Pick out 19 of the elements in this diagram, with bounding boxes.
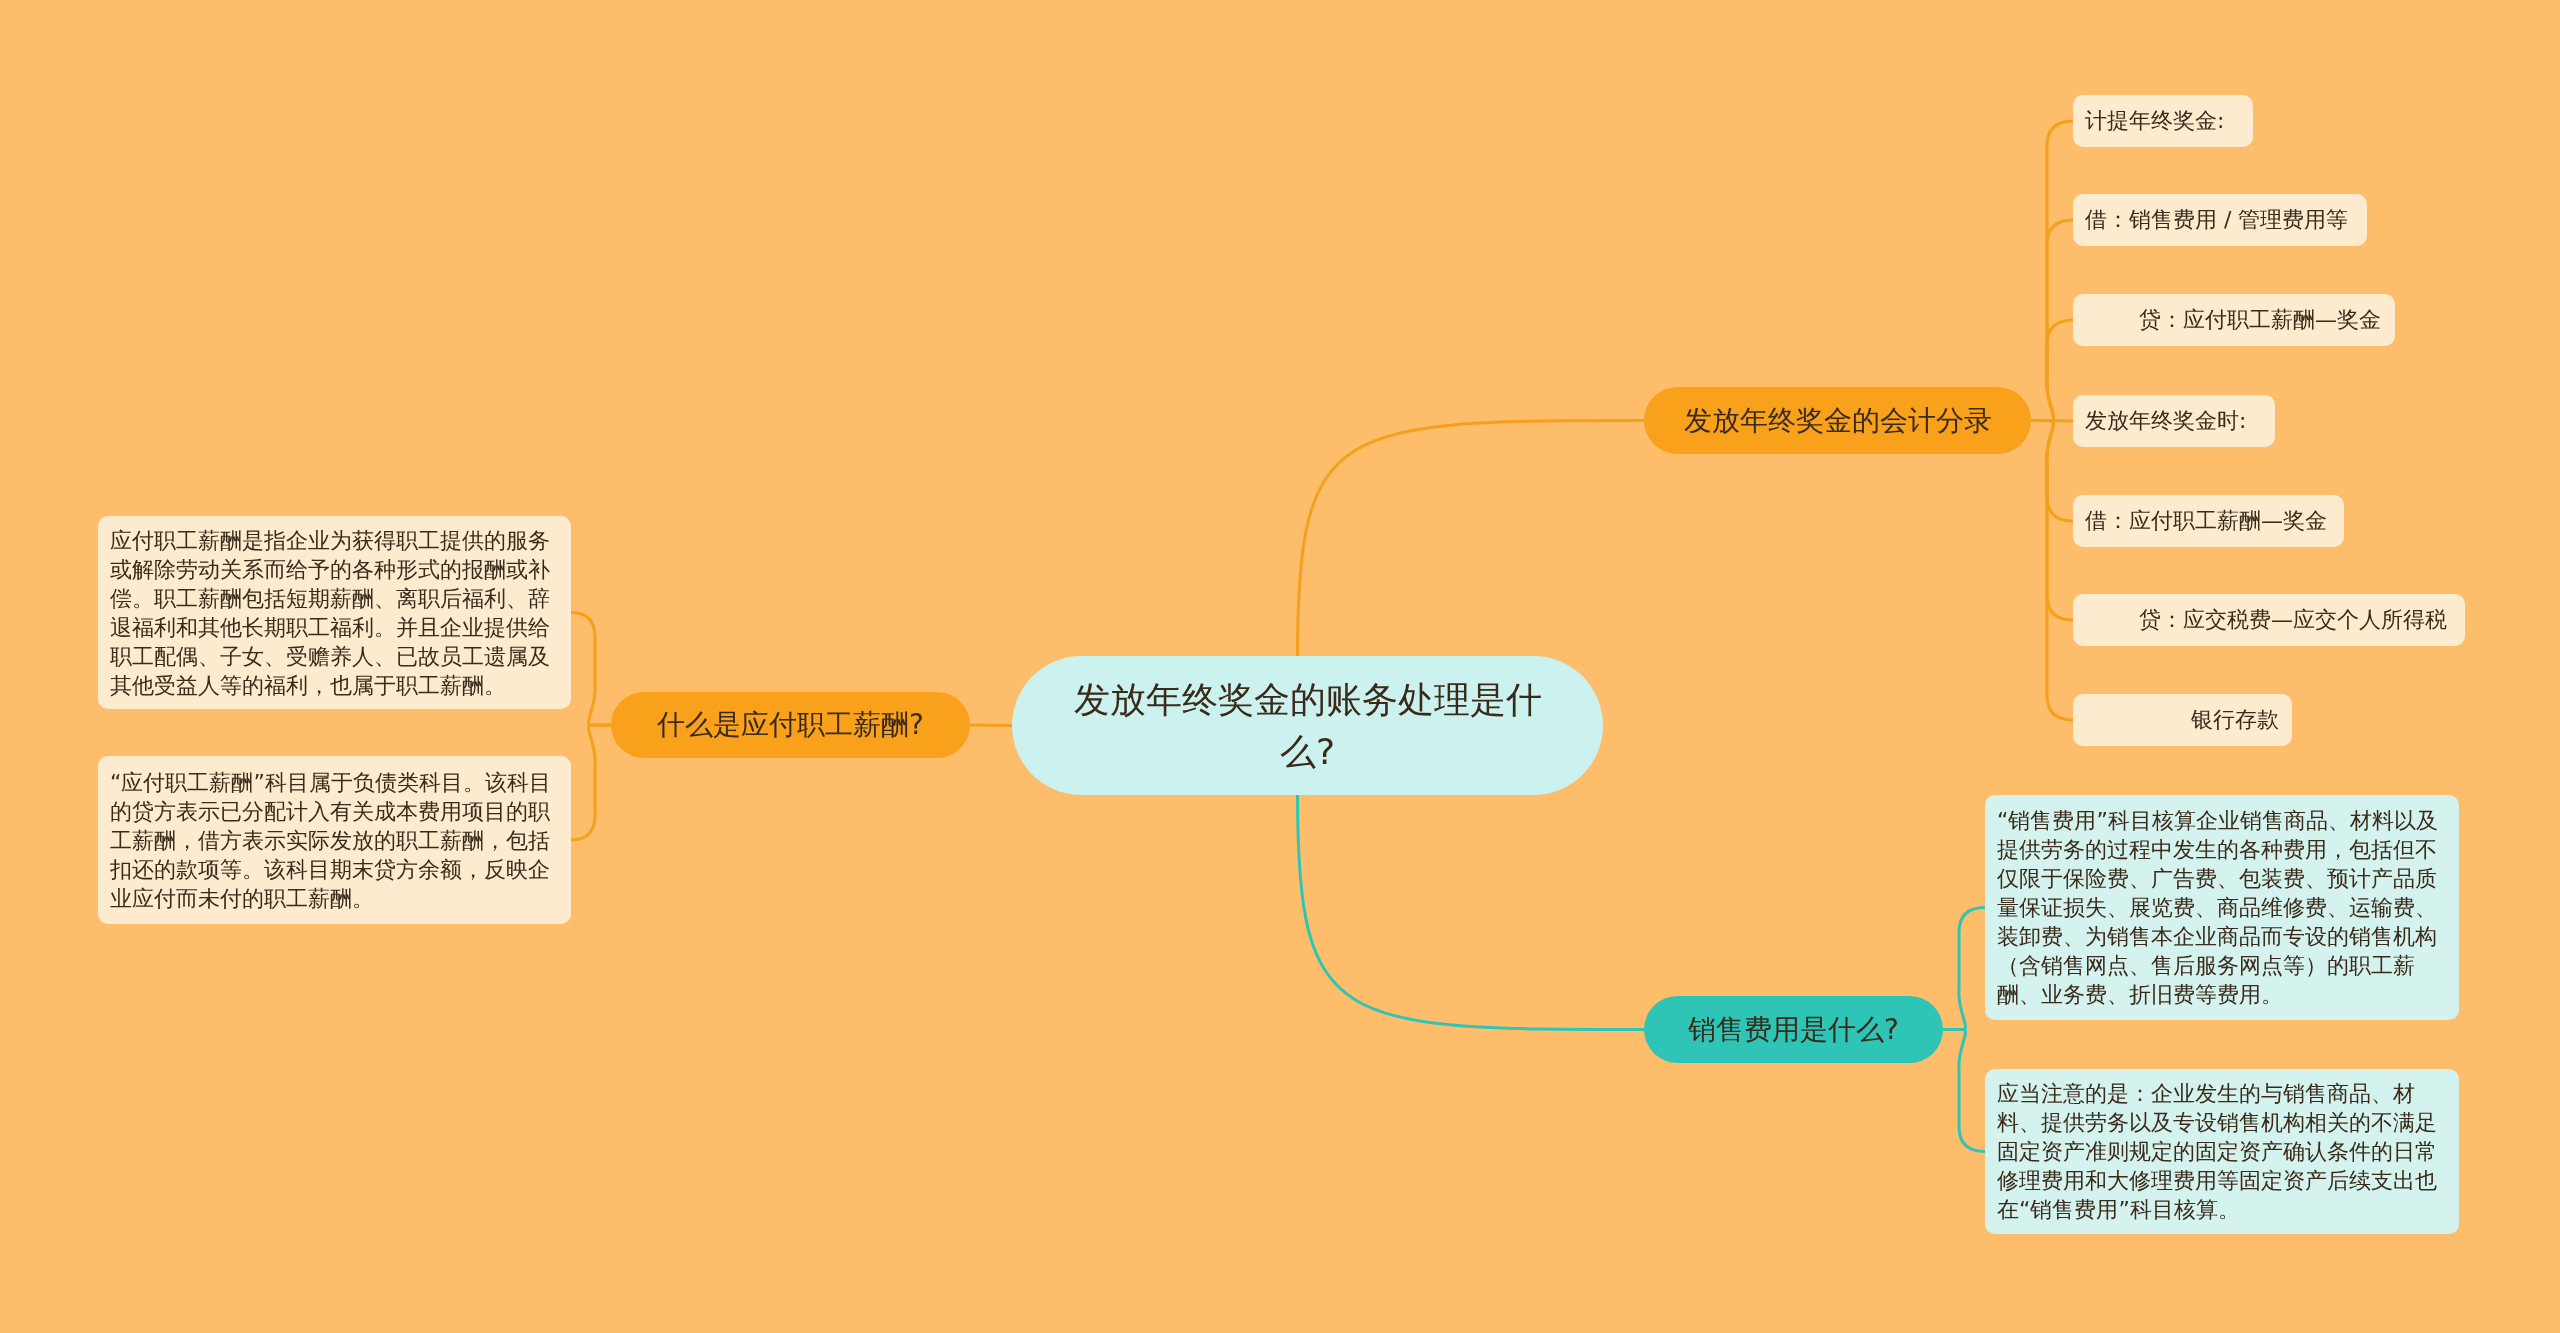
entry-box: 贷：应交税费—应交个人所得税 — [2073, 594, 2465, 646]
entry-box: 银行存款 — [2073, 694, 2292, 746]
branch-pill: 销售费用是什么? — [1644, 996, 1943, 1063]
text-card: 应付职工薪酬是指企业为获得职工提供的服务或解除劳动关系而给予的各种形式的报酬或补偿。职工薪酬包括短期薪酬、离职后福利、辞退福利和其他长期职工福利。并且企业提供给职工配偶、子女、受赡养人、已故员工遗属及其他受益人等的福利，也属于职工薪酬。 — [98, 516, 571, 709]
entry-box: 贷：应付职工薪酬—奖金 — [2073, 294, 2395, 346]
connector — [970, 723, 1012, 727]
entry-box: 借：应付职工薪酬—奖金 — [2073, 495, 2344, 547]
entry-box: 计提年终奖金: — [2073, 95, 2253, 147]
text-card: “销售费用”科目核算企业销售商品、材料以及提供劳务的过程中发生的各种费用，包括但不仅限于保险费、广告费、包装费、预计产品质量保证损失、展览费、商品维修费、运输费、装卸费、为销售本企业商品而专设的销售机构（含销售网点、售后服务网点等）的职工薪酬、业务费、折旧费等费用。 — [1985, 795, 2459, 1020]
text-card: “应付职工薪酬”科目属于负债类科目。该科目的贷方表示已分配计入有关成本费用项目的职工薪酬，借方表示实际发放的职工薪酬，包括扣还的款项等。该科目期末贷方余额，反映企业应付而未付的职工薪酬。 — [98, 756, 571, 924]
text-card: 应当注意的是：企业发生的与销售商品、材料、提供劳务以及专设销售机构相关的不满足固定资产准则规定的固定资产确认条件的日常修理费用和大修理费用等固定资产后续支出也在“销售费用”科目核算。 — [1985, 1069, 2459, 1234]
entry-box: 发放年终奖金时: — [2073, 395, 2275, 447]
connector — [1296, 419, 1644, 657]
entry-box: 借：销售费用 / 管理费用等 — [2073, 194, 2367, 246]
branch-pill: 发放年终奖金的会计分录 — [1644, 387, 2031, 454]
connector — [1296, 794, 1644, 1031]
connector — [570, 723, 611, 842]
topic-pill: 发放年终奖金的账务处理是什么? — [1012, 656, 1603, 795]
branch-pill: 什么是应付职工薪酬? — [611, 692, 970, 758]
